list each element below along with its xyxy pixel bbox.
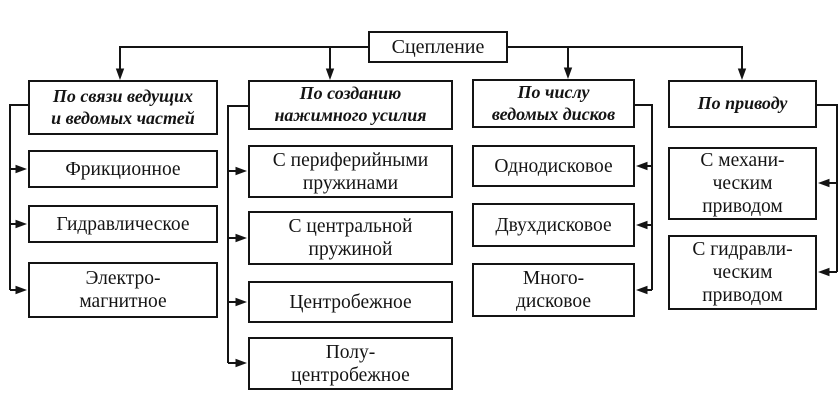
- leaf-node-frictional: Фрикционное: [28, 150, 218, 188]
- column4-connector: [817, 104, 838, 277]
- leaf-node-hydraulic-drive: С гидравли- ческим приводом: [668, 235, 817, 310]
- column2-connector: [227, 105, 248, 368]
- leaf-node-multi-disk: Много- дисковое: [472, 263, 635, 317]
- category-header-driven-disk-count: По числу ведомых дисков: [472, 79, 635, 128]
- leaf-node-double-disk: Двухдисковое: [472, 203, 635, 247]
- leaf-node-hydraulic: Гидравлическое: [28, 205, 218, 243]
- leaf-node-mechanical-drive: С механи- ческим приводом: [668, 147, 817, 220]
- leaf-node-semi-centrifugal: Полу- центробежное: [248, 337, 453, 390]
- column1-connector: [9, 104, 28, 295]
- leaf-node-single-disk: Однодисковое: [472, 145, 635, 187]
- category-header-pressing-force: По созданию нажимного усилия: [248, 80, 453, 130]
- category-header-drive-type: По приводу: [668, 80, 817, 128]
- root-node-clutch: Сцепление: [368, 31, 508, 63]
- leaf-node-peripheral-springs: С периферийными пружинами: [248, 145, 453, 198]
- column3-connector: [635, 104, 653, 295]
- category-header-driving-driven-link: По связи ведущих и ведомых частей: [28, 80, 218, 135]
- leaf-node-electromagnetic: Электро- магнитное: [28, 262, 218, 318]
- root-connector-right: [508, 46, 747, 80]
- leaf-node-centrifugal: Центробежное: [248, 281, 453, 323]
- leaf-node-central-spring: С центральной пружиной: [248, 211, 453, 265]
- root-connector-left: [115, 46, 368, 80]
